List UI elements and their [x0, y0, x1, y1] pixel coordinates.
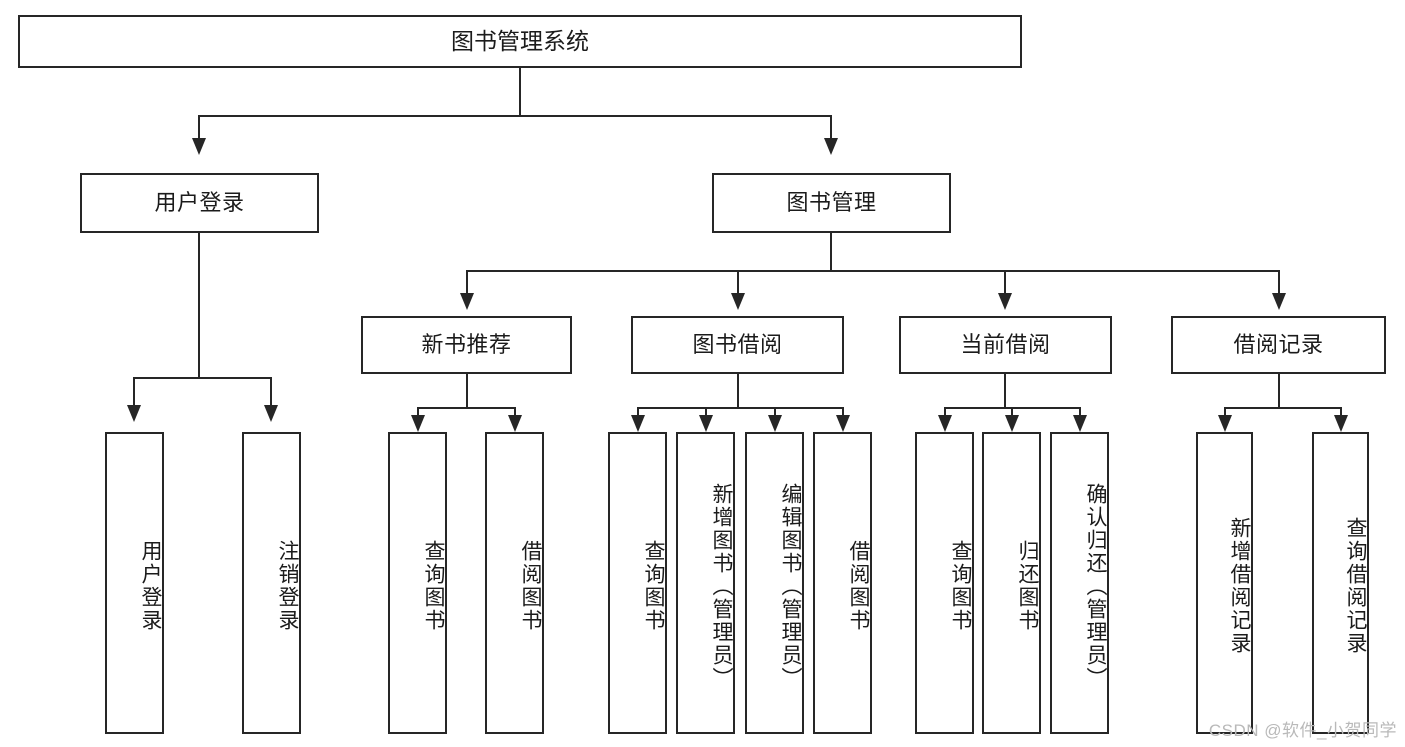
leaf-return-book[interactable]: 归还图书: [982, 432, 1041, 734]
edge-borrow-record-stem: [1278, 374, 1280, 407]
arrow-user-login-leaf-1: [127, 405, 141, 422]
edge-user-login-stem: [198, 233, 200, 377]
edge-to-new-book: [466, 270, 468, 297]
leaf-user-logout[interactable]: 注销登录: [242, 432, 301, 734]
leaf-query-book-recommend[interactable]: 查询图书: [388, 432, 447, 734]
node-label: 图书管理: [786, 190, 877, 216]
arrow-new-book-leaf-1: [411, 415, 425, 432]
node-label: 编辑图书（管理员）: [779, 482, 802, 690]
arrow-current-borrow-leaf-2: [1005, 415, 1019, 432]
edge-user-login-drop-1: [133, 377, 135, 409]
leaf-add-book-admin[interactable]: 新增图书（管理员）: [676, 432, 735, 734]
node-current-borrow[interactable]: 当前借阅: [899, 316, 1112, 374]
node-book-manage[interactable]: 图书管理: [712, 173, 951, 233]
edge-book-manage-stem: [830, 233, 832, 270]
edge-to-current-borrow: [1004, 270, 1006, 297]
arrow-book-borrow-leaf-2: [699, 415, 713, 432]
node-new-book-recommend[interactable]: 新书推荐: [361, 316, 572, 374]
edge-level3-bus: [466, 270, 1280, 272]
node-label: 查询图书: [422, 540, 445, 632]
edge-level1-bus: [198, 115, 832, 117]
node-label: 借阅图书: [519, 540, 542, 632]
arrow-current-borrow-leaf-3: [1073, 415, 1087, 432]
arrow-to-new-book: [460, 293, 474, 310]
arrow-current-borrow-leaf-1: [938, 415, 952, 432]
node-label: 查询借阅记录: [1344, 517, 1367, 655]
leaf-borrow-book[interactable]: 借阅图书: [813, 432, 872, 734]
watermark-text: CSDN @软件_小贺同学: [1208, 721, 1397, 740]
node-root-system[interactable]: 图书管理系统: [18, 15, 1022, 68]
leaf-query-book[interactable]: 查询图书: [608, 432, 667, 734]
node-label: 图书借阅: [692, 332, 783, 358]
arrow-user-login-leaf-2: [264, 405, 278, 422]
node-label: 归还图书: [1016, 540, 1039, 632]
edge-user-login-bus: [133, 377, 270, 379]
node-label: 当前借阅: [960, 332, 1051, 358]
arrow-borrow-record-leaf-2: [1334, 415, 1348, 432]
leaf-query-book-current[interactable]: 查询图书: [915, 432, 974, 734]
arrow-book-borrow-leaf-3: [768, 415, 782, 432]
node-label: 查询图书: [642, 540, 665, 632]
arrow-new-book-leaf-2: [508, 415, 522, 432]
edge-to-user-login: [198, 115, 200, 142]
leaf-borrow-book-recommend[interactable]: 借阅图书: [485, 432, 544, 734]
node-label: 新增图书（管理员）: [710, 482, 733, 690]
edge-book-borrow-stem: [737, 374, 739, 407]
leaf-user-login[interactable]: 用户登录: [105, 432, 164, 734]
node-label: 用户登录: [154, 190, 245, 216]
edge-to-book-borrow: [737, 270, 739, 297]
arrow-to-user-login: [192, 138, 206, 155]
arrow-to-borrow-record: [1272, 293, 1286, 310]
node-label: 图书管理系统: [451, 27, 589, 54]
edge-to-borrow-record: [1278, 270, 1280, 297]
edge-to-book-manage: [830, 115, 832, 142]
node-label: 新增借阅记录: [1228, 517, 1251, 655]
leaf-query-borrow-record[interactable]: 查询借阅记录: [1312, 432, 1369, 734]
leaf-edit-book-admin[interactable]: 编辑图书（管理员）: [745, 432, 804, 734]
node-label: 查询图书: [949, 540, 972, 632]
arrow-to-current-borrow: [998, 293, 1012, 310]
node-label: 借阅记录: [1233, 332, 1324, 358]
leaf-confirm-return-admin[interactable]: 确认归还（管理员）: [1050, 432, 1109, 734]
edge-current-borrow-stem: [1004, 374, 1006, 407]
node-label: 用户登录: [139, 540, 162, 632]
node-label: 确认归还（管理员）: [1084, 482, 1107, 690]
node-book-borrow[interactable]: 图书借阅: [631, 316, 844, 374]
edge-borrow-record-bus: [1224, 407, 1342, 409]
edge-book-borrow-bus: [637, 407, 843, 409]
arrow-to-book-manage: [824, 138, 838, 155]
arrow-book-borrow-leaf-4: [836, 415, 850, 432]
node-label: 新书推荐: [421, 332, 512, 358]
arrow-to-book-borrow: [731, 293, 745, 310]
edge-root-stem: [519, 68, 521, 115]
node-borrow-record[interactable]: 借阅记录: [1171, 316, 1386, 374]
node-label: 注销登录: [276, 540, 299, 632]
edge-user-login-drop-2: [270, 377, 272, 409]
arrow-borrow-record-leaf-1: [1218, 415, 1232, 432]
leaf-add-borrow-record[interactable]: 新增借阅记录: [1196, 432, 1253, 734]
edge-new-book-stem: [466, 374, 468, 407]
node-user-login[interactable]: 用户登录: [80, 173, 319, 233]
node-label: 借阅图书: [847, 540, 870, 632]
arrow-book-borrow-leaf-1: [631, 415, 645, 432]
edge-new-book-bus: [417, 407, 515, 409]
